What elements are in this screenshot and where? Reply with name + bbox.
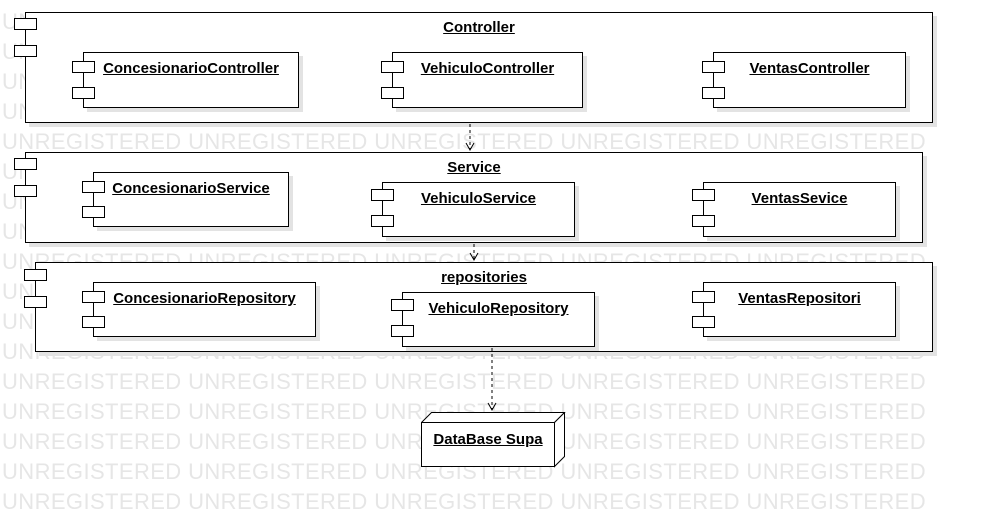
component-label: VentasSevice — [751, 190, 848, 207]
component-tab-icon — [14, 18, 37, 30]
component-label: ConcesionarioRepository — [113, 290, 296, 307]
component-tab-icon — [82, 291, 105, 303]
ventas-repository-component[interactable]: VentasRepositori — [703, 282, 896, 337]
component-tab-icon — [14, 45, 37, 57]
concesionario-controller-component[interactable]: ConcesionarioController — [83, 52, 299, 108]
component-label: VentasRepositori — [738, 290, 861, 307]
vehiculo-controller-component[interactable]: VehiculoController — [392, 52, 583, 108]
concesionario-service-component[interactable]: ConcesionarioService — [93, 172, 289, 227]
repositories-to-database-arrowhead — [487, 402, 497, 412]
controller-to-service-arrowhead — [465, 142, 475, 152]
component-tab-icon — [24, 296, 47, 308]
database-label: DataBase Supa — [433, 431, 543, 448]
component-tab-icon — [14, 185, 37, 197]
component-tab-icon — [702, 87, 725, 99]
package-title: repositories — [441, 269, 527, 286]
component-tab-icon — [72, 87, 95, 99]
ventas-service-component[interactable]: VentasSevice — [703, 182, 896, 237]
component-tab-icon — [24, 269, 47, 281]
package-title: Service — [447, 159, 501, 176]
component-tab-icon — [82, 206, 105, 218]
component-tab-icon — [692, 291, 715, 303]
ventas-controller-component[interactable]: VentasController — [713, 52, 906, 108]
node-box-icon — [421, 412, 566, 468]
component-label: ConcesionarioController — [103, 60, 279, 77]
vehiculo-repository-component[interactable]: VehiculoRepository — [402, 292, 595, 347]
component-label: VehiculoController — [420, 60, 555, 77]
concesionario-repository-component[interactable]: ConcesionarioRepository — [93, 282, 316, 337]
component-tab-icon — [82, 316, 105, 328]
component-tab-icon — [14, 158, 37, 170]
component-tab-icon — [82, 181, 105, 193]
service-to-repositories-arrowhead — [469, 252, 479, 262]
component-tab-icon — [371, 189, 394, 201]
component-tab-icon — [692, 316, 715, 328]
component-tab-icon — [381, 61, 404, 73]
component-tab-icon — [391, 299, 414, 311]
component-tab-icon — [381, 87, 404, 99]
component-label: ConcesionarioService — [112, 180, 270, 197]
component-tab-icon — [692, 215, 715, 227]
component-label: VehiculoService — [420, 190, 537, 207]
package-title: Controller — [443, 19, 515, 36]
component-label: VentasController — [749, 60, 870, 77]
component-tab-icon — [72, 61, 95, 73]
component-label: VehiculoRepository — [428, 300, 569, 317]
component-tab-icon — [371, 215, 394, 227]
database-node[interactable]: DataBase Supa — [421, 412, 566, 468]
component-tab-icon — [391, 325, 414, 337]
component-tab-icon — [702, 61, 725, 73]
vehiculo-service-component[interactable]: VehiculoService — [382, 182, 575, 237]
component-tab-icon — [692, 189, 715, 201]
